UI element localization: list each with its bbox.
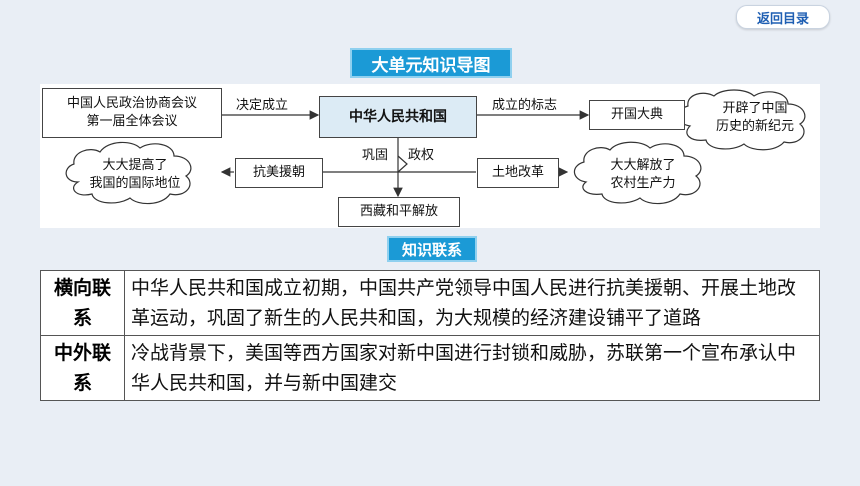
return-to-contents-button[interactable]: 返回目录 <box>736 5 830 29</box>
node-founding-ceremony: 开国大典 <box>589 100 685 130</box>
edge-label-consolidate: 巩固 <box>362 148 389 163</box>
node-cppcc: 中国人民政治协商会议 第一届全体会议 <box>42 88 222 138</box>
node-intl-status: 大大提高了 我国的国际地位 <box>89 158 181 191</box>
table-row: 横向联系 中华人民共和国成立初期，中国共产党领导中国人民进行抗美援朝、开展土地改… <box>40 270 820 336</box>
diagram-connectors <box>65 89 806 205</box>
knowledge-links-table: 横向联系 中华人民共和国成立初期，中国共产党领导中国人民进行抗美援朝、开展土地改… <box>40 270 820 401</box>
section-title-knowledge-map: 大单元知识导图 <box>350 48 512 78</box>
section-title-knowledge-links: 知识联系 <box>387 236 477 262</box>
cloud-productivity <box>573 141 702 205</box>
node-productivity: 大大解放了 农村生产力 <box>610 158 676 191</box>
arrow-up-from-korea <box>397 155 408 173</box>
row-body-horizontal: 中华人民共和国成立初期，中国共产党领导中国人民进行抗美援朝、开展土地改革运动，巩… <box>124 270 820 336</box>
row-head-sino-foreign: 中外联系 <box>40 335 125 401</box>
row-head-horizontal: 横向联系 <box>40 270 125 336</box>
edge-label-decide: 决定成立 <box>236 98 289 113</box>
node-tibet-liberation: 西藏和平解放 <box>338 197 460 227</box>
row-body-sino-foreign: 冷战背景下，美国等西方国家对新中国进行封锁和威胁，苏联第一个宣布承认中华人民共和… <box>124 335 820 401</box>
node-prc: 中华人民共和国 <box>319 96 477 138</box>
node-land-reform: 土地改革 <box>477 158 559 188</box>
cloud-intl-status <box>65 141 192 205</box>
edge-label-symbol: 成立的标志 <box>492 98 558 113</box>
edge-label-regime: 政权 <box>408 148 435 163</box>
cloud-new-era <box>677 89 806 151</box>
node-new-era: 开辟了中国 历史的新纪元 <box>715 101 794 134</box>
knowledge-map-diagram: 中国人民政治协商会议 第一届全体会议 中华人民共和国 开国大典 开辟了中国 历史… <box>40 84 820 228</box>
node-resist-us-aid-korea: 抗美援朝 <box>235 158 323 188</box>
table-row: 中外联系 冷战背景下，美国等西方国家对新中国进行封锁和威胁，苏联第一个宣布承认中… <box>40 335 820 401</box>
